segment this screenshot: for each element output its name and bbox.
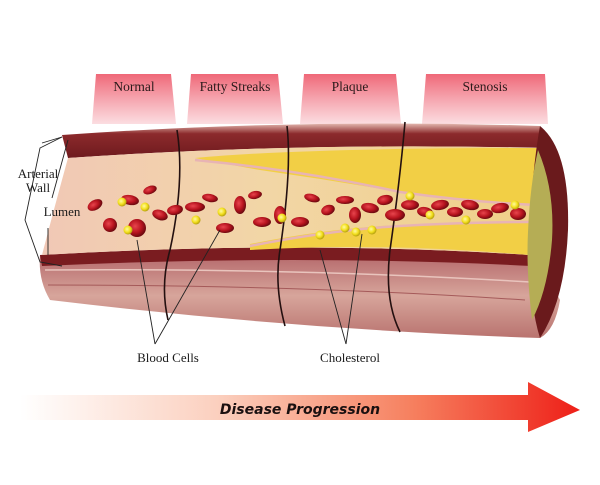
cholesterol-particle bbox=[367, 225, 377, 235]
red-blood-cell bbox=[128, 219, 146, 237]
artery-bottom-wall bbox=[40, 247, 532, 266]
cholesterol-particle bbox=[461, 215, 471, 225]
plaque-cap-line bbox=[194, 158, 537, 207]
red-blood-cell bbox=[361, 202, 379, 214]
red-blood-cell bbox=[447, 207, 463, 217]
callout-blood-cells: Blood Cells bbox=[137, 350, 199, 365]
artery-illustration bbox=[39, 121, 569, 338]
stage-banner-plaque: Plaque bbox=[300, 74, 401, 124]
callout-lumen: Lumen bbox=[44, 204, 81, 219]
stage-divider bbox=[387, 121, 406, 333]
red-blood-cell bbox=[248, 190, 262, 200]
cholesterol-particle bbox=[405, 191, 415, 201]
stage-banner-normal: Normal bbox=[92, 74, 176, 124]
stage-label-stenosis: Stenosis bbox=[462, 79, 507, 94]
artery-outer-wall bbox=[39, 253, 560, 338]
disease-progression-arrow: Disease Progression bbox=[20, 382, 580, 432]
cholesterol-particle bbox=[315, 230, 325, 240]
cholesterol-pointer bbox=[319, 249, 347, 345]
stage-banner-stenosis: Stenosis bbox=[422, 74, 548, 124]
red-blood-cell bbox=[103, 218, 117, 232]
red-blood-cell bbox=[401, 200, 419, 210]
stage-divider bbox=[163, 129, 181, 321]
red-blood-cell bbox=[510, 208, 526, 220]
cholesterol-particle bbox=[191, 215, 201, 225]
red-blood-cell bbox=[491, 202, 509, 214]
callout-arterial-wall-line1: Arterial bbox=[18, 166, 59, 181]
stage-label-fatty-streaks: Fatty Streaks bbox=[200, 79, 271, 94]
wall-texture bbox=[44, 269, 531, 283]
progression-label: Disease Progression bbox=[220, 402, 380, 418]
blood-cells-pointer bbox=[136, 239, 156, 345]
red-blood-cell bbox=[477, 209, 493, 219]
banner-shape bbox=[187, 74, 283, 124]
red-blood-cell bbox=[349, 207, 361, 223]
banner-shape bbox=[92, 74, 176, 124]
cholesterol-particle bbox=[277, 213, 287, 223]
red-blood-cell bbox=[216, 223, 234, 233]
cholesterol-particle bbox=[117, 197, 127, 207]
red-blood-cell bbox=[461, 199, 479, 211]
cholesterol-particle bbox=[123, 225, 133, 235]
blood-cells-pointer bbox=[154, 229, 221, 345]
callout-cholesterol: Cholesterol bbox=[320, 350, 380, 365]
red-blood-cell bbox=[291, 217, 309, 227]
red-blood-cell bbox=[152, 209, 168, 221]
arterial-wall-bracket bbox=[24, 136, 63, 267]
cholesterol-particle bbox=[140, 202, 150, 212]
banner-shape bbox=[300, 74, 401, 124]
stage-banners: Normal Fatty Streaks Plaque Stenosis bbox=[92, 74, 548, 124]
red-blood-cell bbox=[321, 204, 335, 216]
red-blood-cell bbox=[431, 199, 449, 211]
red-blood-cell bbox=[385, 209, 405, 221]
stage-label-normal: Normal bbox=[113, 79, 154, 94]
red-blood-cell bbox=[253, 217, 271, 227]
banner-shape bbox=[422, 74, 548, 124]
red-blood-cell bbox=[143, 185, 157, 195]
red-blood-cell bbox=[336, 196, 354, 204]
blood-particles bbox=[87, 185, 526, 240]
stage-banner-fatty-streaks: Fatty Streaks bbox=[187, 74, 283, 124]
cholesterol-particle bbox=[351, 227, 361, 237]
lumen-pointer bbox=[51, 139, 69, 199]
cholesterol-particle bbox=[340, 223, 350, 233]
red-blood-cell bbox=[185, 202, 205, 212]
red-blood-cell bbox=[87, 199, 103, 211]
cholesterol-particle bbox=[425, 210, 435, 220]
plaque-cap-line bbox=[249, 220, 533, 248]
red-blood-cell bbox=[167, 204, 183, 216]
cholesterol-particle bbox=[510, 200, 520, 210]
plaque-top bbox=[195, 148, 538, 205]
cholesterol-pointer bbox=[345, 233, 363, 345]
cholesterol-particle bbox=[217, 207, 227, 217]
arterial-wall-bracket bbox=[41, 136, 63, 144]
wall-texture bbox=[47, 284, 526, 301]
progression-arrow-shape bbox=[20, 382, 580, 432]
red-blood-cell bbox=[377, 194, 393, 206]
red-blood-cell bbox=[304, 193, 320, 203]
red-blood-cell bbox=[234, 196, 246, 214]
callout-lines bbox=[24, 136, 363, 345]
stage-label-plaque: Plaque bbox=[332, 79, 369, 94]
red-blood-cell bbox=[202, 193, 218, 203]
callout-arterial-wall-line2: Wall bbox=[26, 180, 51, 195]
artery-top-wall bbox=[62, 123, 548, 158]
cross-section-plaque bbox=[527, 150, 553, 320]
stage-divider bbox=[277, 125, 290, 327]
